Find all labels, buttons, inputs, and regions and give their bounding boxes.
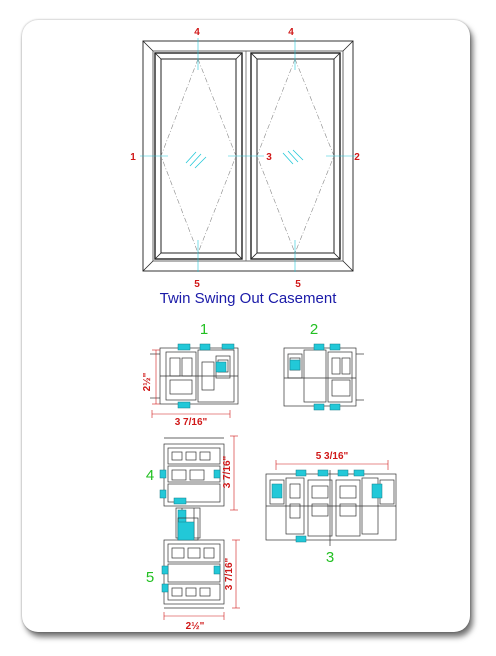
section-4-dimension: [230, 435, 238, 511]
dim-4-height: 3 7/16": [222, 455, 233, 488]
section-label-5: 5: [146, 569, 154, 586]
dim-5-width: 2½": [186, 621, 205, 632]
callout-left: 1: [130, 152, 136, 163]
section-2-profile: [283, 347, 364, 407]
section-3-profile: [265, 470, 397, 546]
section-label-2: 2: [310, 321, 318, 338]
section-1-glazing: [177, 343, 235, 409]
section-1-dimension: [151, 349, 231, 418]
glass-hatch-icon: [185, 149, 304, 169]
dim-5-height: 3 7/16": [224, 557, 235, 590]
section-3-dimension: [275, 460, 389, 470]
section-label-3: 3: [326, 549, 334, 566]
section-label-1: 1: [200, 321, 208, 338]
section-2-glazing: [289, 343, 341, 411]
section-label-4: 4: [146, 467, 154, 484]
dim-1-width: 3 7/16": [175, 417, 208, 428]
section-5-dimension: [163, 539, 240, 620]
callout-bottom-left: 5: [194, 279, 200, 290]
dim-1-height: 2½": [142, 372, 153, 391]
section-1-profile: [150, 347, 239, 405]
section-5-glazing: [161, 521, 221, 593]
callout-right: 2: [354, 152, 360, 163]
callout-top-left: 4: [194, 27, 200, 38]
drawing-title: Twin Swing Out Casement: [159, 290, 337, 307]
section-cut-lines: [140, 38, 356, 272]
section-3-glazing: [271, 469, 383, 543]
callout-bottom-right: 5: [295, 279, 301, 290]
dim-3-width: 5 3/16": [316, 451, 349, 462]
callout-center: 3: [266, 152, 272, 163]
callout-top-right: 4: [288, 27, 294, 38]
